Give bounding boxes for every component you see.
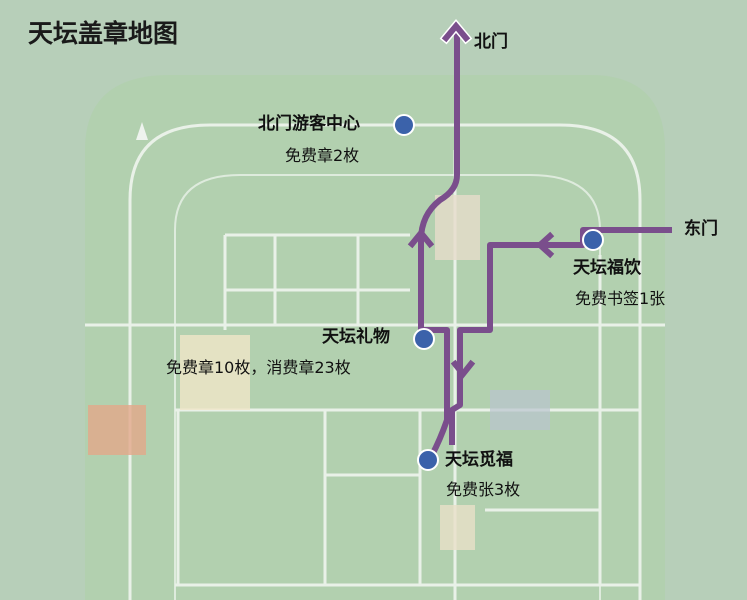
east-gate-label: 东门: [684, 219, 718, 239]
stop-detail: 免费书签1张: [575, 289, 666, 308]
stop-detail: 免费张3枚: [446, 480, 521, 499]
arrow-left-icon: [535, 231, 555, 259]
hall-building: [435, 195, 480, 260]
map-title: 天坛盖章地图: [28, 19, 179, 48]
roads: [85, 150, 665, 600]
stop-name: 天坛觅福: [445, 450, 513, 470]
stop-name: 天坛福饮: [573, 258, 641, 278]
stop-dot[interactable]: [393, 114, 415, 136]
stop-dot[interactable]: [417, 449, 439, 471]
temple-photo: [490, 390, 550, 430]
stamp-route: [418, 30, 672, 457]
stop-dot[interactable]: [582, 229, 604, 251]
circular-mound-building: [180, 335, 250, 410]
stop-detail: 免费章2枚: [285, 146, 360, 165]
stamp-locations: [393, 114, 604, 471]
stop-name: 天坛礼物: [322, 327, 390, 347]
stop-name: 北门游客中心: [258, 114, 360, 134]
stop-dot[interactable]: [413, 328, 435, 350]
arrow-down-icon: [450, 359, 476, 379]
stop-detail: 免费章10枚，消费章23枚: [166, 358, 351, 377]
park-background: [85, 75, 665, 600]
south-building: [440, 505, 475, 550]
arrow-up-icon: [441, 21, 471, 43]
red-building: [88, 405, 146, 455]
route-north-branch: [418, 30, 460, 457]
north-compass-icon: [136, 122, 148, 140]
route-east-branch: [449, 227, 672, 445]
arrow-up-icon: [407, 228, 435, 249]
north-gate-label: 北门: [474, 32, 508, 52]
